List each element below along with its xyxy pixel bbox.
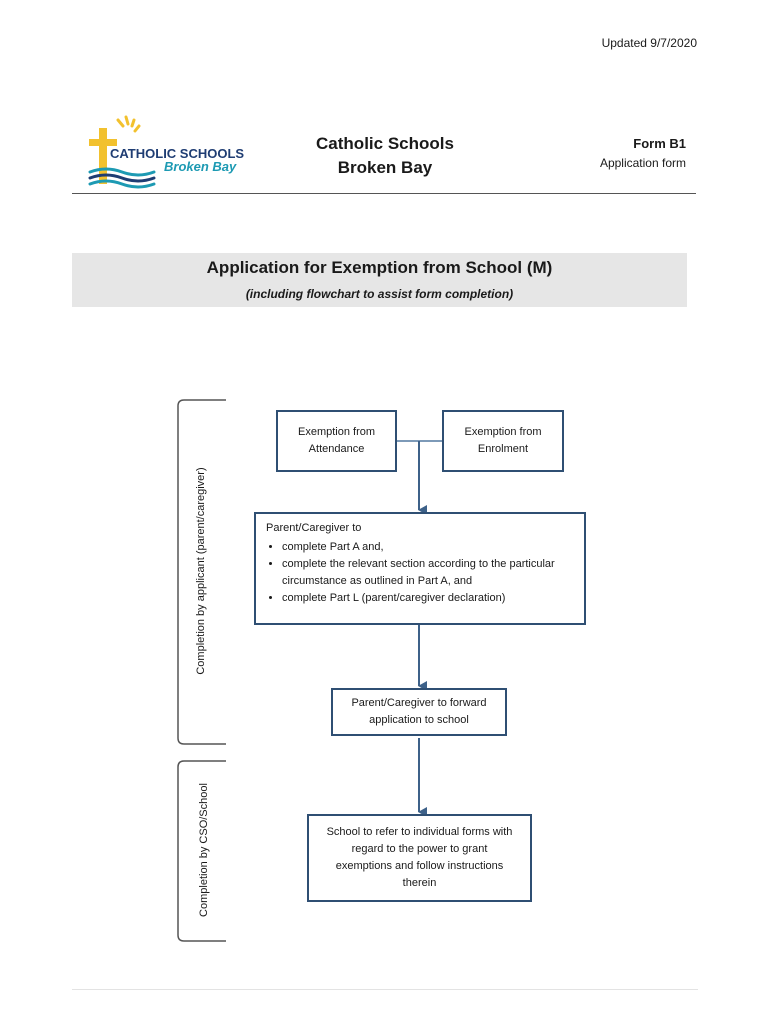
- parent-instructions-list: complete Part A and, complete the releva…: [266, 539, 574, 607]
- organisation-name: Catholic Schools Broken Bay: [290, 132, 480, 180]
- forward-application-box: Parent/Caregiver to forward application …: [331, 688, 507, 736]
- org-name-line1: Catholic Schools: [316, 134, 454, 153]
- logo-text-sub: Broken Bay: [164, 159, 237, 174]
- list-item: complete the relevant section according …: [282, 556, 574, 590]
- updated-date: Updated 9/7/2020: [601, 36, 697, 50]
- form-type: Application form: [599, 156, 686, 170]
- waves-icon: [88, 167, 156, 189]
- exemption-enrolment-box: Exemption from Enrolment: [442, 410, 564, 472]
- exemption-attendance-box: Exemption from Attendance: [276, 410, 397, 472]
- parent-instructions-heading: Parent/Caregiver to: [266, 522, 362, 534]
- parent-instructions-box: Parent/Caregiver to complete Part A and,…: [254, 512, 586, 625]
- catholic-schools-logo: CATHOLIC SCHOOLS Broken Bay: [88, 115, 244, 189]
- sun-rays-icon: [116, 115, 141, 133]
- list-item: complete Part L (parent/caregiver declar…: [282, 590, 574, 607]
- list-item: complete Part A and,: [282, 539, 574, 556]
- org-name-line2: Broken Bay: [337, 158, 433, 177]
- school-refer-box: School to refer to individual forms with…: [307, 814, 532, 902]
- page-subtitle: (including flowchart to assist form comp…: [245, 287, 514, 301]
- applicant-bracket: [177, 399, 226, 745]
- footer-divider: [72, 989, 698, 990]
- side-label-school: Completion by CSO/School: [198, 783, 210, 917]
- form-code: Form B1: [633, 136, 686, 151]
- header-divider: [72, 193, 696, 194]
- side-label-applicant: Completion by applicant (parent/caregive…: [195, 467, 207, 675]
- title-band: [72, 253, 687, 307]
- logo-text-main: CATHOLIC SCHOOLS: [110, 146, 244, 161]
- cross-icon: [89, 128, 117, 184]
- page-title: Application for Exemption from School (M…: [206, 258, 553, 277]
- school-bracket: [177, 760, 226, 942]
